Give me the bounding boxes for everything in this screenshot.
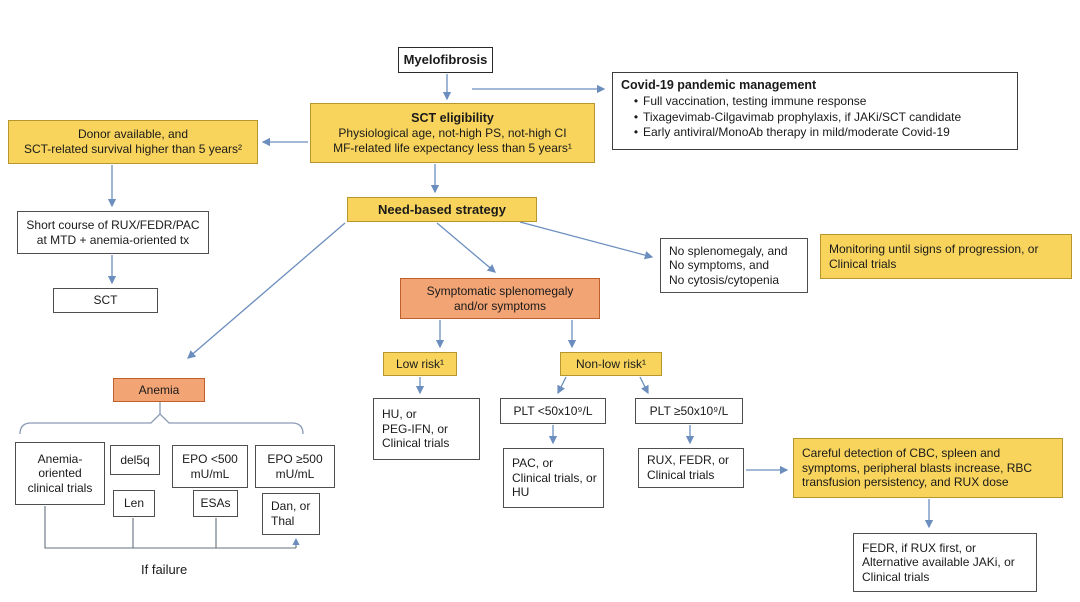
if-failure-connector [44, 506, 296, 549]
monitoring-box: Monitoring until signs of progression, o… [820, 234, 1072, 279]
plt-below-50-box: PLT <50x10⁹/L [500, 398, 606, 424]
covid-title: Covid-19 pandemic management [621, 78, 817, 92]
sct-eligibility-title: SCT eligibility [411, 110, 494, 125]
anemia-box: Anemia [113, 378, 205, 402]
hu-peg-ifn-box: HU, or PEG-IFN, or Clinical trials [373, 398, 480, 460]
rux-fedr-box: RUX, FEDR, or Clinical trials [638, 448, 744, 488]
dan-thal-box: Dan, or Thal [262, 493, 320, 535]
sct-eligibility-body: Physiological age, not-high PS, not-high… [333, 126, 572, 155]
bullet-icon: • [633, 124, 639, 139]
epo-below-500-box: EPO <500 mU/mL [172, 445, 248, 488]
myelofibrosis-box: Myelofibrosis [398, 47, 493, 73]
low-risk-box: Low risk¹ [383, 352, 457, 376]
covid-bullet-1: • Full vaccination, testing immune respo… [621, 94, 1009, 109]
if-failure-label: If failure [141, 562, 188, 577]
anemia-bracket [19, 413, 304, 435]
del5q-box: del5q [110, 445, 160, 475]
plt-above-50-box: PLT ≥50x10⁹/L [635, 398, 743, 424]
bullet-icon: • [633, 94, 639, 109]
covid-bullet-3: • Early antiviral/MonoAb therapy in mild… [621, 125, 1009, 140]
sct-box: SCT [53, 288, 158, 313]
symptomatic-splenomegaly-box: Symptomatic splenomegaly and/or symptoms [400, 278, 600, 319]
esas-box: ESAs [193, 490, 238, 517]
donor-available-box: Donor available, and SCT-related surviva… [8, 120, 258, 164]
pac-box: PAC, or Clinical trials, or HU [503, 448, 604, 508]
no-splenomegaly-box: No splenomegaly, and No symptoms, and No… [660, 238, 808, 293]
covid-management-box: Covid-19 pandemic management • Full vacc… [612, 72, 1018, 150]
need-based-strategy-box: Need-based strategy [347, 197, 537, 222]
bullet-icon: • [633, 109, 639, 124]
arrow-non-low-risk-to-plt-low [557, 376, 567, 395]
sct-eligibility-box: SCT eligibility Physiological age, not-h… [310, 103, 595, 163]
arrow-non-low-risk-to-plt-high [639, 376, 649, 395]
short-course-box: Short course of RUX/FEDR/PAC at MTD + an… [17, 211, 209, 254]
arrow-need-based-to-symptomatic [436, 222, 496, 273]
fedr-alternative-box: FEDR, if RUX first, or Alternative avail… [853, 533, 1037, 592]
non-low-risk-box: Non-low risk¹ [560, 352, 662, 376]
anemia-oriented-trials-box: Anemia- oriented clinical trials [15, 442, 105, 505]
covid-bullet-2: • Tixagevimab-Cilgavimab prophylaxis, if… [621, 110, 1009, 125]
len-box: Len [113, 490, 155, 517]
careful-detection-box: Careful detection of CBC, spleen and sym… [793, 438, 1063, 498]
arrow-need-based-to-anemia [187, 222, 346, 359]
arrow-need-based-to-no-splenomegaly [519, 221, 654, 260]
epo-above-500-box: EPO ≥500 mU/mL [255, 445, 335, 488]
